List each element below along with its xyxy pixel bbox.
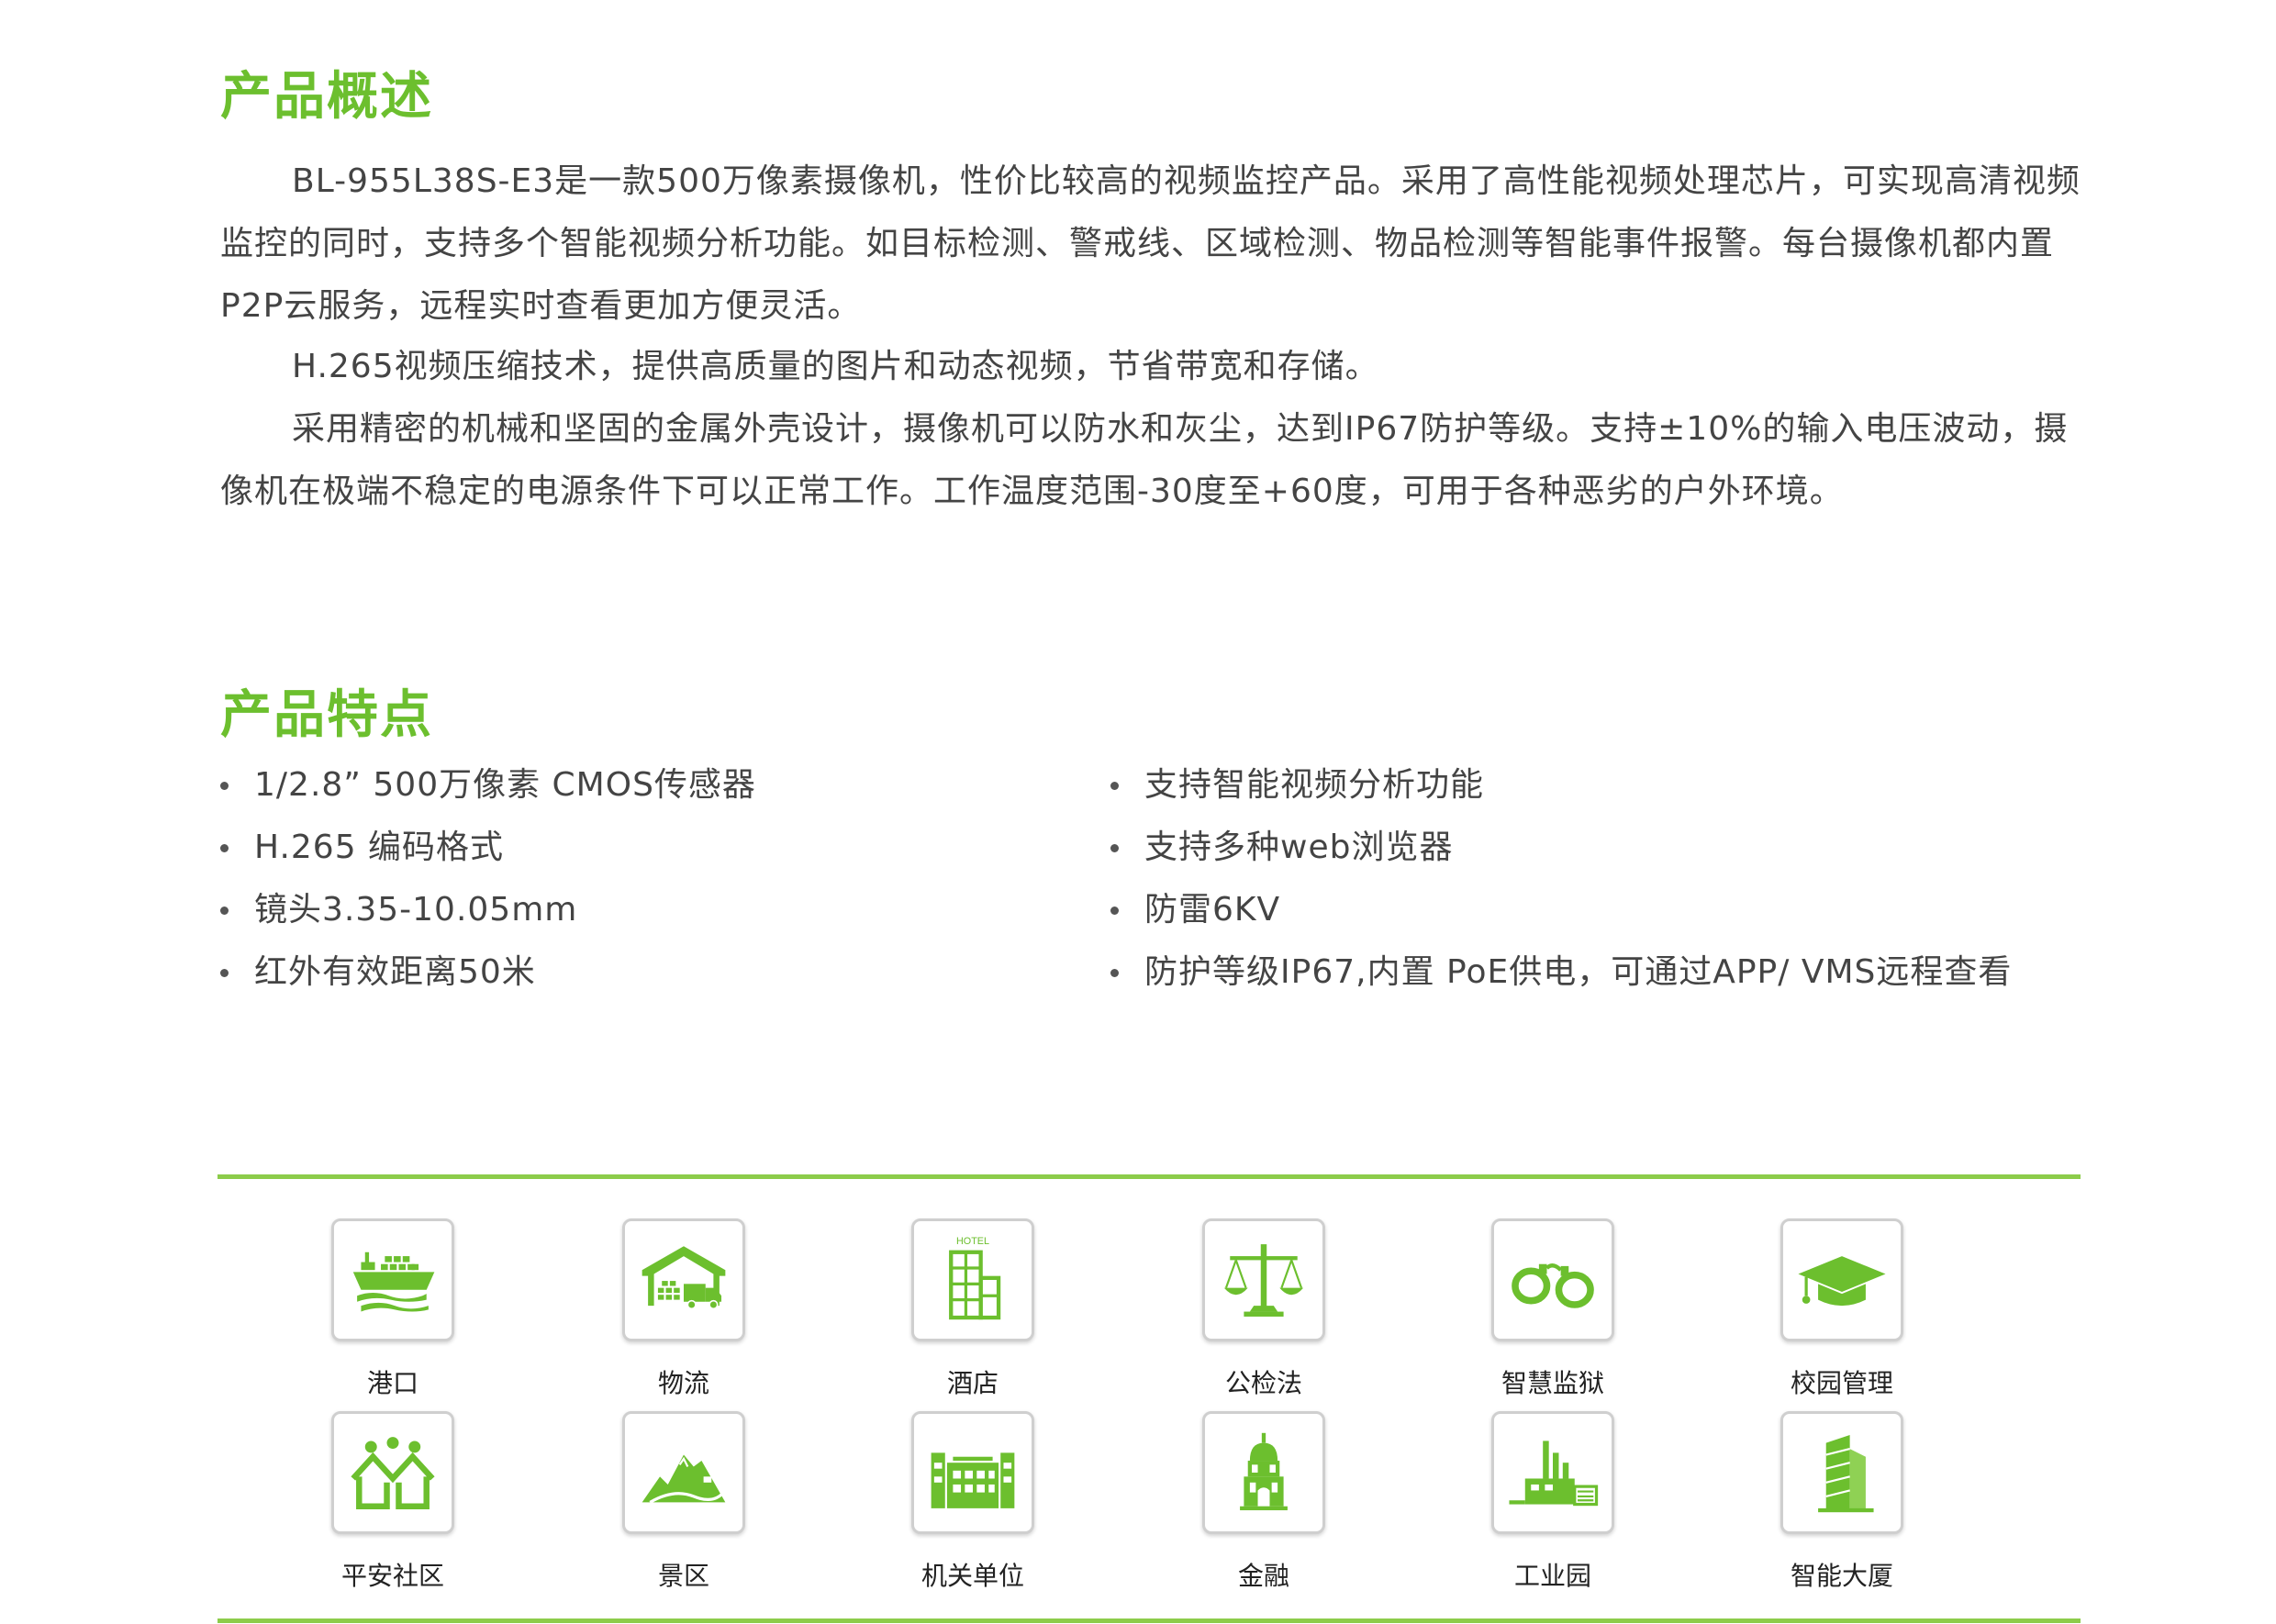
- application-label: 酒店: [946, 1368, 999, 1398]
- mountain-icon: [642, 1454, 726, 1504]
- application-tile-prison: 智慧监狱: [1461, 1218, 1645, 1411]
- overview-paragraph-2: H.265视频压缩技术，提供高质量的图片和动态视频，节省带宽和存储。: [292, 348, 1379, 385]
- application-label: 校园管理: [1790, 1368, 1893, 1398]
- features-title: 产品特点: [220, 685, 433, 745]
- bottom-divider: [218, 1618, 2081, 1623]
- feature-item: 防雷6KV: [1110, 879, 2012, 941]
- application-tile-industrial-park: 工业园: [1461, 1411, 1645, 1604]
- application-label: 工业园: [1513, 1561, 1591, 1591]
- application-tile-community: 平安社区: [301, 1411, 485, 1604]
- ship-icon: [352, 1251, 435, 1312]
- application-label: 智能大厦: [1790, 1561, 1893, 1591]
- application-label: 公检法: [1224, 1368, 1302, 1398]
- factory-icon: [1509, 1440, 1599, 1507]
- application-tile-hotel: HOTEL 酒店: [881, 1218, 1065, 1411]
- application-label: 机关单位: [920, 1561, 1024, 1591]
- application-label: 物流: [657, 1368, 709, 1398]
- feature-item: 镜头3.35-10.05mm: [220, 879, 756, 941]
- feature-item: H.265 编码格式: [220, 817, 756, 879]
- application-label: 金融: [1237, 1561, 1289, 1591]
- feature-item: 红外有效距离50米: [220, 941, 756, 1004]
- application-label: 港口: [366, 1368, 418, 1398]
- application-label: 智慧监狱: [1501, 1368, 1604, 1398]
- overview-paragraph-1: BL-955L38S-E3是一款500万像素摄像机，性价比较高的视频监控产品。采…: [220, 162, 2081, 325]
- hotel-sign-text: HOTEL: [956, 1236, 989, 1247]
- application-tile-campus: 校园管理: [1750, 1218, 1934, 1411]
- top-divider: [218, 1174, 2081, 1179]
- feature-item: 1/2.8” 500万像素 CMOS传感器: [220, 754, 756, 817]
- government-building-icon: [931, 1452, 1015, 1508]
- application-tile-scenic: 景区: [592, 1411, 775, 1604]
- application-tile-port: 港口: [301, 1218, 485, 1411]
- application-tile-logistics: 物流: [592, 1218, 775, 1411]
- feature-item: 支持智能视频分析功能: [1110, 754, 2012, 817]
- application-tile-government: 机关单位: [881, 1411, 1065, 1604]
- application-tile-judiciary: 公检法: [1172, 1218, 1356, 1411]
- feature-item: 支持多种web浏览器: [1110, 817, 2012, 879]
- graduation-cap-icon: [1798, 1256, 1886, 1307]
- overview-paragraph-3: 采用精密的机械和坚固的金属外壳设计，摄像机可以防水和灰尘，达到IP67防护等级。…: [220, 410, 2069, 510]
- community-icon: [351, 1437, 435, 1509]
- hotel-icon: HOTEL: [949, 1236, 1001, 1320]
- features-right-list: 支持智能视频分析功能 支持多种web浏览器 防雷6KV 防护等级IP67,内置 …: [1110, 754, 2012, 1004]
- skyscraper-icon: [1818, 1434, 1874, 1513]
- bank-icon: [1240, 1432, 1288, 1511]
- features-left-list: 1/2.8” 500万像素 CMOS传感器 H.265 编码格式 镜头3.35-…: [220, 754, 756, 1004]
- application-label: 景区: [657, 1561, 709, 1591]
- application-label: 平安社区: [340, 1561, 444, 1591]
- overview-title: 产品概述: [220, 67, 433, 127]
- warehouse-truck-icon: [642, 1246, 726, 1310]
- scales-icon: [1223, 1244, 1304, 1317]
- handcuffs-icon: [1512, 1263, 1594, 1308]
- feature-item: 防护等级IP67,内置 PoE供电，可通过APP/ VMS远程查看: [1110, 941, 2012, 1004]
- application-tile-smart-building: 智能大厦: [1750, 1411, 1934, 1604]
- application-tile-finance: 金融: [1172, 1411, 1356, 1604]
